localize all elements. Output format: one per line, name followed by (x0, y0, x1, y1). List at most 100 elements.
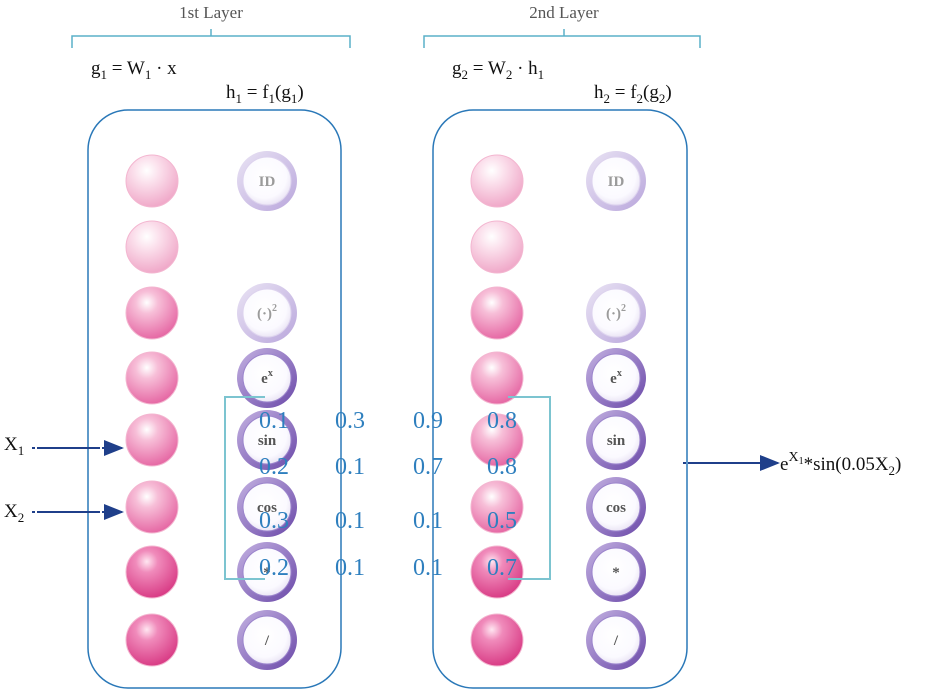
activation-label-text: * (263, 565, 271, 581)
activation-node: sin (586, 410, 646, 470)
activation-label-text: * (612, 565, 620, 581)
hidden-neuron (470, 286, 524, 340)
matrix-cell: 0.9 (413, 408, 443, 434)
activation-node-face (242, 547, 292, 597)
matrix-cell: 0.3 (259, 508, 289, 534)
matrix-cell: 0.2 (259, 454, 289, 480)
activation-node-face (591, 547, 641, 597)
layer-1-equation-h: h1 = f1(g1) (226, 82, 304, 106)
activation-label: sin (607, 433, 626, 449)
input-x2: X2 (4, 501, 124, 525)
matrix-right-bracket (508, 396, 551, 580)
activation-node: cos (237, 477, 297, 537)
layer-2-nodes: ID (·)2 ex sin cos * / (470, 151, 646, 670)
layer-2-brace (423, 35, 701, 48)
activation-node-face (591, 353, 641, 403)
hidden-neuron (125, 545, 179, 599)
matrix-cell: 0.1 (335, 555, 365, 581)
activation-label: * (612, 565, 620, 581)
activation-node-face (242, 482, 292, 532)
hidden-neuron (470, 480, 524, 534)
layer-2-header: 2nd Layer (423, 3, 701, 48)
input-x2-label: X2 (4, 501, 24, 525)
activation-label-text: cos (606, 500, 626, 516)
activation-node-face (591, 415, 641, 465)
activation-node: * (237, 542, 297, 602)
matrix-left-bracket (224, 396, 265, 580)
activation-label: (·)2 (606, 303, 626, 322)
layer-1-header: 1st Layer (71, 3, 351, 48)
activation-node: (·)2 (237, 283, 297, 343)
hidden-neuron (470, 413, 524, 467)
activation-label-text: cos (257, 500, 277, 516)
activation-node-face (242, 415, 292, 465)
activation-label: ex (610, 368, 622, 387)
activation-label-text: ID (608, 174, 625, 190)
hidden-neuron (470, 154, 524, 208)
activation-label-text: / (613, 633, 619, 649)
activation-node: ID (237, 151, 297, 211)
activation-label-text: sin (607, 433, 626, 449)
activation-node: / (237, 610, 297, 670)
activation-label-text: e (610, 371, 617, 387)
activation-label: (·)2 (257, 303, 277, 322)
matrix-cell: 0.2 (259, 555, 289, 581)
activation-node-face (591, 156, 641, 206)
matrix-cell: 0.1 (335, 454, 365, 480)
activation-label-sup: x (617, 368, 622, 379)
matrix-cell: 0.1 (413, 555, 443, 581)
input-x1: X1 (4, 434, 124, 458)
weight-matrix: 0.1 0.3 0.9 0.8 0.2 0.1 0.7 0.8 0.3 0.1 0.1 0.5 0.2 0… (224, 396, 551, 581)
matrix-cell: 0.1 (413, 508, 443, 534)
hidden-neuron (470, 613, 524, 667)
hidden-neuron (125, 480, 179, 534)
activation-node-face (242, 156, 292, 206)
activation-label: ex (261, 368, 273, 387)
layer-1-frame (87, 109, 342, 689)
output-expression: eX1*sin(0.05X2) (780, 450, 901, 478)
activation-label: cos (257, 500, 277, 516)
hidden-neuron (470, 351, 524, 405)
matrix-cell: 0.3 (335, 408, 365, 434)
activation-label: sin (258, 433, 277, 449)
output: eX1*sin(0.05X2) (683, 450, 901, 478)
activation-label-text: e (261, 371, 268, 387)
activation-node-face (591, 288, 641, 338)
layer-2-equation-h: h2 = f2(g2) (594, 82, 672, 106)
input-x1-label: X1 (4, 434, 24, 458)
layer-2-title: 2nd Layer (529, 3, 599, 22)
activation-label: * (263, 565, 271, 581)
hidden-neuron (125, 351, 179, 405)
activation-node-face (591, 482, 641, 532)
layer-2-equation-g: g2 = W2 · h1 (452, 58, 544, 82)
activation-node-face (242, 288, 292, 338)
hidden-neuron (125, 613, 179, 667)
layer-1-brace (71, 35, 351, 48)
activation-label: ID (259, 174, 276, 190)
matrix-cell: 0.5 (487, 508, 517, 534)
hidden-neuron (470, 545, 524, 599)
matrix-cell: 0.8 (487, 408, 517, 434)
activation-label: cos (606, 500, 626, 516)
matrix-cell: 0.1 (259, 408, 289, 434)
activation-label-text: (·) (606, 306, 621, 322)
matrix-cell: 0.7 (487, 555, 517, 581)
layer-1-equation-g: g1 = W1 · x (91, 58, 177, 82)
activation-node: ex (237, 348, 297, 408)
activation-label-text: / (264, 633, 270, 649)
activation-node: ex (586, 348, 646, 408)
layer-2-frame (432, 109, 688, 689)
hidden-neuron (470, 220, 524, 274)
activation-label-text: (·) (257, 306, 272, 322)
activation-node: / (586, 610, 646, 670)
matrix-cells: 0.1 0.3 0.9 0.8 0.2 0.1 0.7 0.8 0.3 0.1 0.1 0.5 0.2 0… (259, 408, 517, 581)
activation-label-text: sin (258, 433, 277, 449)
activation-node: cos (586, 477, 646, 537)
matrix-cell: 0.8 (487, 454, 517, 480)
activation-label-text: ID (259, 174, 276, 190)
activation-node-face (591, 615, 641, 665)
activation-label-sup: 2 (621, 303, 626, 314)
activation-label: ID (608, 174, 625, 190)
activation-node-face (242, 615, 292, 665)
